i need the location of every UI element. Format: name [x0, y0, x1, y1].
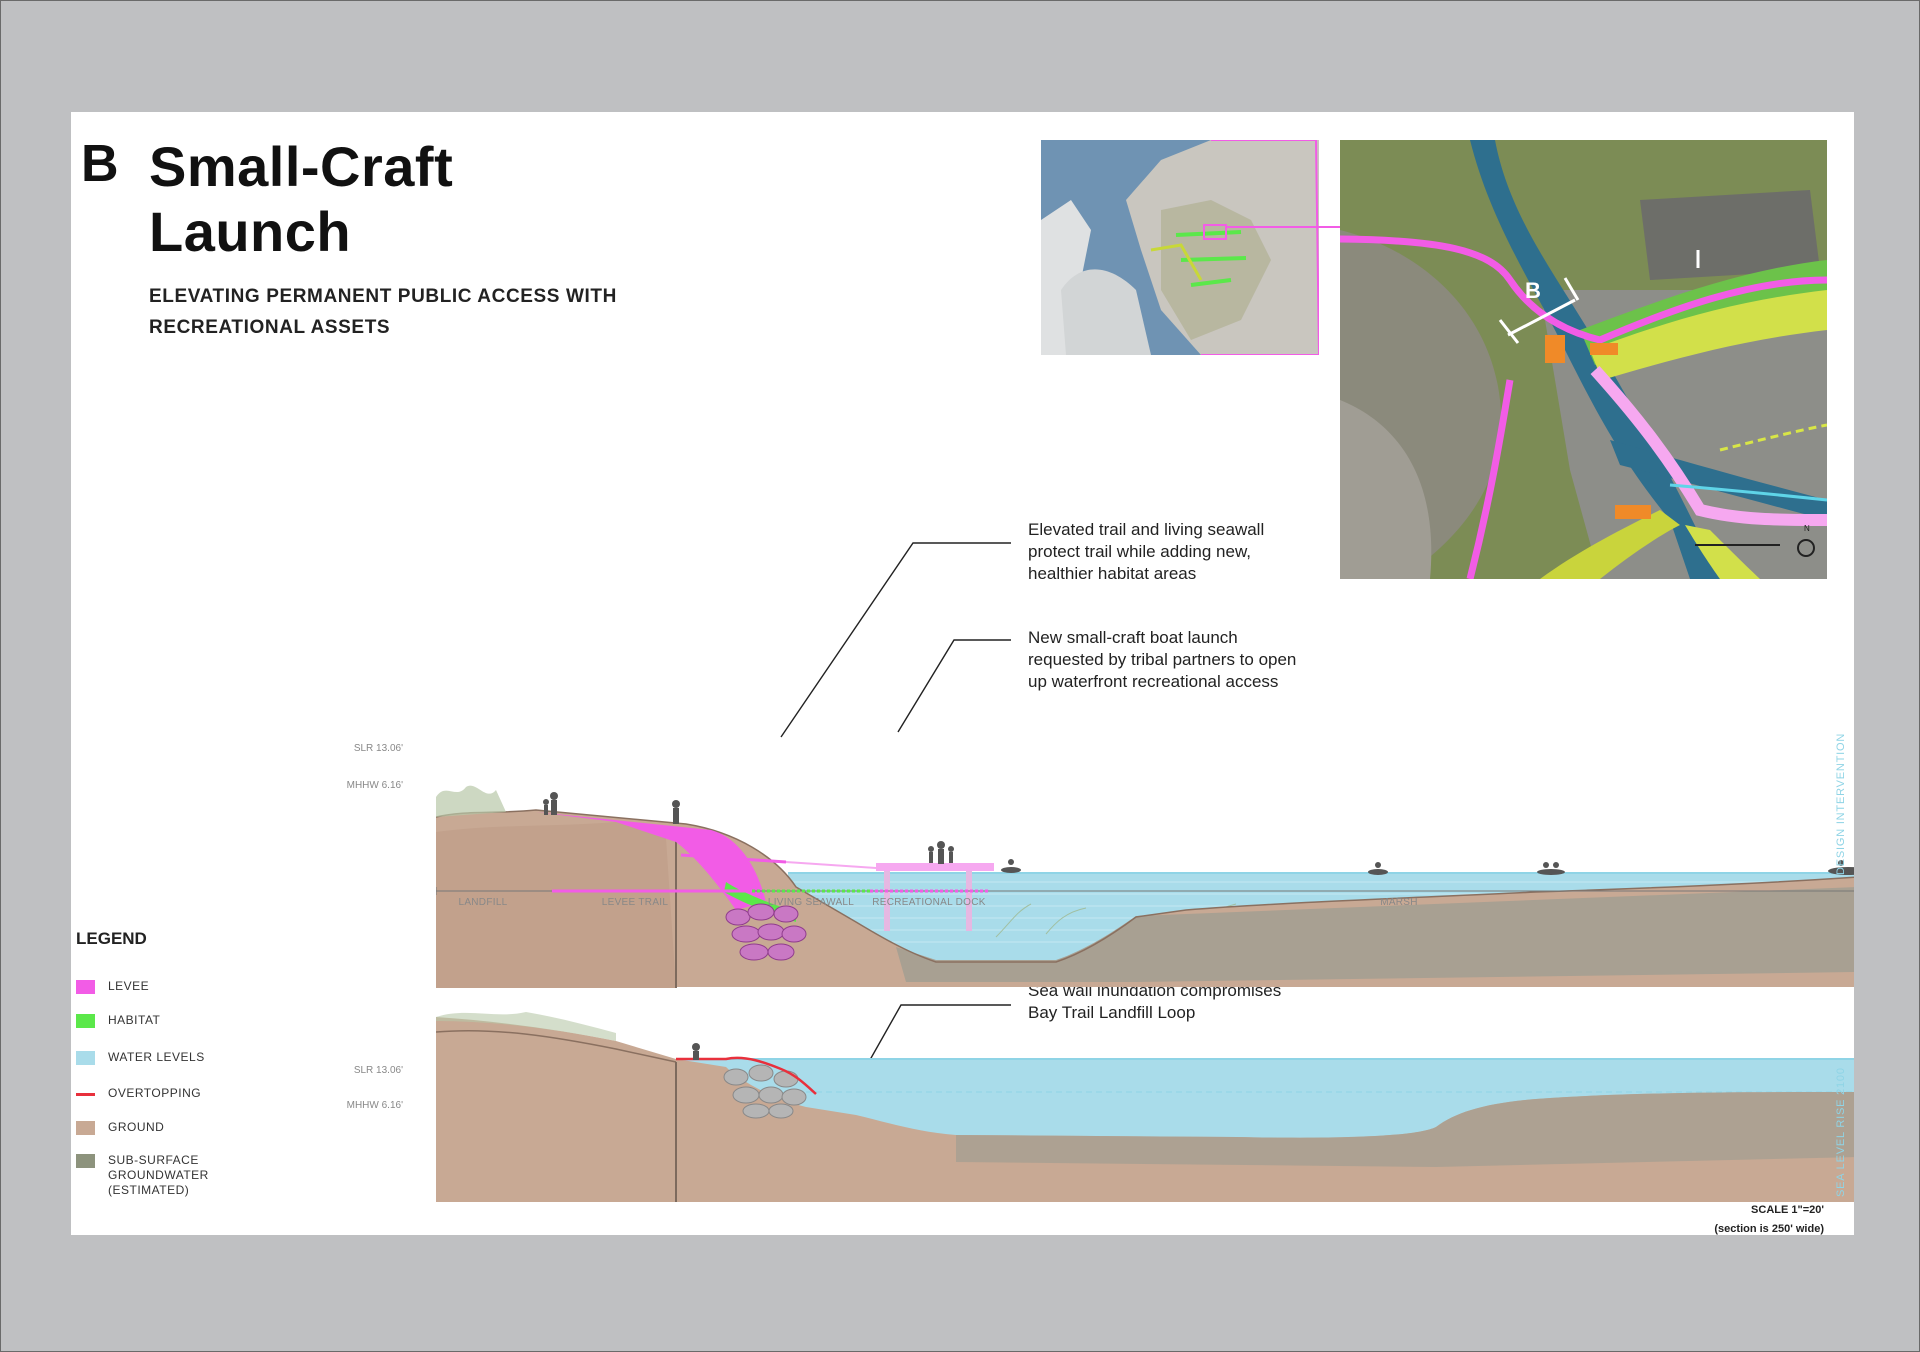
- map-section-marker: B: [1525, 278, 1541, 303]
- zone-landfill: LANDFILL: [458, 897, 508, 908]
- legend-item-levee: LEVEE: [76, 979, 149, 994]
- legend-swatch-water: [76, 1051, 95, 1065]
- location-inset-map: [1041, 140, 1319, 355]
- section-design-intervention: [436, 785, 1854, 988]
- zone-bar: [436, 887, 1854, 895]
- legend-swatch-ground: [76, 1121, 95, 1135]
- legend-swatch-levee: [76, 980, 95, 994]
- zone-living-seawall: LIVING SEAWALL: [767, 897, 855, 908]
- subtitle-line-2: RECREATIONAL ASSETS: [149, 317, 391, 338]
- callout-boat-launch: New small-craft boat launch requested by…: [1028, 628, 1297, 691]
- page-title-line-1: Small-Craft: [149, 135, 454, 198]
- page-title-line-2: Launch: [149, 200, 352, 263]
- legend-item-ground: GROUND: [76, 1120, 164, 1135]
- top-mhhw-label: MHHW 6.16': [346, 780, 403, 791]
- zone-marsh: MARSH: [1380, 897, 1418, 908]
- legend-swatch-groundwater: [76, 1154, 95, 1168]
- bottom-slr-label: SLR 13.06': [353, 1065, 403, 1076]
- bottom-mhhw-label: MHHW 6.16': [346, 1100, 403, 1111]
- legend-item-groundwater: SUB-SURFACE GROUNDWATER (ESTIMATED): [76, 1153, 209, 1198]
- legend-item-habitat: HABITAT: [76, 1013, 160, 1028]
- legend-swatch-habitat: [76, 1014, 95, 1028]
- legend-item-water-levels: WATER LEVELS: [76, 1050, 205, 1065]
- legend-swatch-overtopping: [76, 1093, 95, 1096]
- bottom-side-label: SEA LEVEL RISE 2100: [1835, 1067, 1847, 1197]
- aerial-site-map: [1340, 140, 1827, 579]
- poster-sheet: B Small-Craft Launch ELEVATING PERMANENT…: [71, 112, 1854, 1235]
- top-slr-label: SLR 13.06': [353, 743, 403, 754]
- scale-note: SCALE 1"=20': [1751, 1204, 1824, 1216]
- section-letter: B: [81, 135, 119, 193]
- callout-elevated-trail: Elevated trail and living seawall protec…: [1028, 520, 1265, 583]
- top-side-label: DESIGN INTERVENTION: [1835, 732, 1847, 875]
- zone-recreational-dock: RECREATIONAL DOCK: [872, 897, 986, 908]
- north-arrow-label: N: [1804, 524, 1810, 533]
- subtitle-line-1: ELEVATING PERMANENT PUBLIC ACCESS WITH: [149, 286, 617, 307]
- scale-width-note: (section is 250' wide): [1714, 1223, 1824, 1235]
- legend-title: LEGEND: [76, 929, 147, 948]
- section-sea-level-rise: [436, 1012, 1854, 1202]
- legend-item-overtopping: OVERTOPPING: [76, 1086, 201, 1101]
- zone-levee-trail: LEVEE TRAIL: [601, 897, 669, 908]
